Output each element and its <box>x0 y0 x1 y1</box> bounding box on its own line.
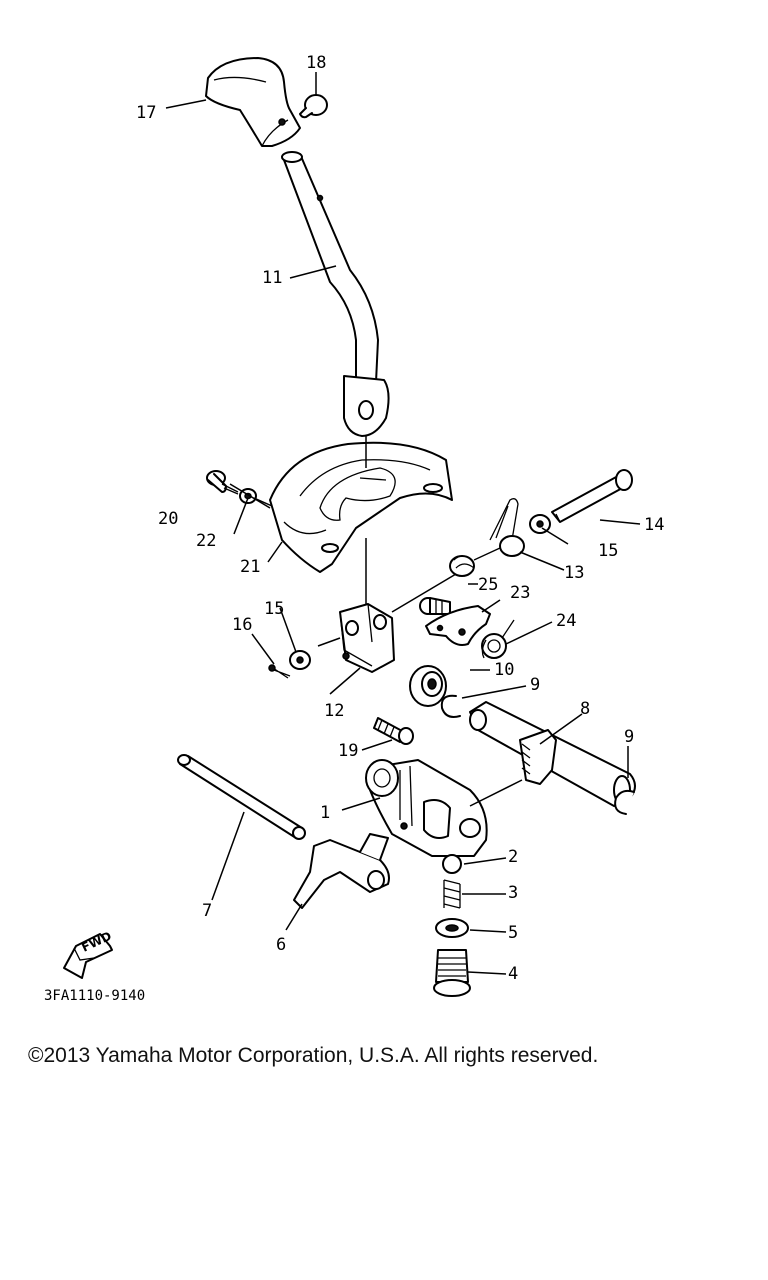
fwd-arrow-icon <box>63 933 113 979</box>
callout-14: 14 <box>644 515 664 535</box>
callout-7: 7 <box>202 901 212 921</box>
callout-16: 16 <box>232 615 252 635</box>
callout-3: 3 <box>508 883 518 903</box>
part-6-shift-fork <box>293 833 390 909</box>
part-10-oil-seal <box>409 665 447 707</box>
part-14-pin <box>551 469 633 523</box>
callout-1: 1 <box>320 803 330 823</box>
callout-4: 4 <box>508 964 518 984</box>
part-25-bolt <box>419 597 451 615</box>
callout-22: 22 <box>196 531 216 551</box>
callout-20: 20 <box>158 509 178 529</box>
callout-15-right: 15 <box>598 541 618 561</box>
part-19-bolt <box>373 717 414 745</box>
callout-15-left: 15 <box>264 599 284 619</box>
part-4-plug-bolt <box>433 949 471 997</box>
leader-lines <box>165 72 641 975</box>
part-23-stopper-lever <box>425 605 491 646</box>
callout-23: 23 <box>510 583 530 603</box>
part-2-ball <box>442 854 462 874</box>
part-17-shift-knob <box>205 57 301 147</box>
part-3-spring <box>443 879 461 909</box>
callout-17: 17 <box>136 103 156 123</box>
part-24-torsion-spring <box>481 619 515 659</box>
drawing-code: 3FA1110-9140 <box>44 988 145 1004</box>
callout-10: 10 <box>494 660 514 680</box>
callout-11: 11 <box>262 268 282 288</box>
part-20-bolt <box>206 470 239 495</box>
callout-2: 2 <box>508 847 518 867</box>
callout-5: 5 <box>508 923 518 943</box>
callout-8: 8 <box>580 699 590 719</box>
callout-13: 13 <box>564 563 584 583</box>
part-7-fork-shaft <box>177 754 306 840</box>
part-21-shift-guide <box>269 441 453 573</box>
part-9-circlip-lower <box>614 789 635 815</box>
part-15-washer-left <box>289 650 311 670</box>
callout-12: 12 <box>324 701 344 721</box>
callout-21: 21 <box>240 557 260 577</box>
part-1-shift-drum <box>365 759 488 857</box>
copyright-notice: ©2013 Yamaha Motor Corporation, U.S.A. A… <box>28 1044 599 1067</box>
callout-18: 18 <box>306 53 326 73</box>
callout-6: 6 <box>276 935 286 955</box>
part-9-circlip-upper <box>440 694 461 718</box>
part-12-bracket <box>339 603 395 673</box>
part-8-shift-shaft <box>469 701 636 807</box>
part-5-gasket <box>435 918 469 938</box>
callout-9-lower: 9 <box>624 727 634 747</box>
part-15-washer-right <box>529 514 551 534</box>
callout-9-upper: 9 <box>530 675 540 695</box>
callout-24: 24 <box>556 611 576 631</box>
part-16-cotter-pin <box>268 664 291 679</box>
callout-25: 25 <box>478 575 498 595</box>
callout-19: 19 <box>338 741 358 761</box>
callout-labels: 1 2 3 4 5 6 7 8 9 9 10 11 12 13 14 15 15… <box>136 53 664 984</box>
part-11-shift-lever <box>281 151 390 437</box>
part-13-spring <box>449 498 525 577</box>
part-18-screw <box>299 94 328 119</box>
